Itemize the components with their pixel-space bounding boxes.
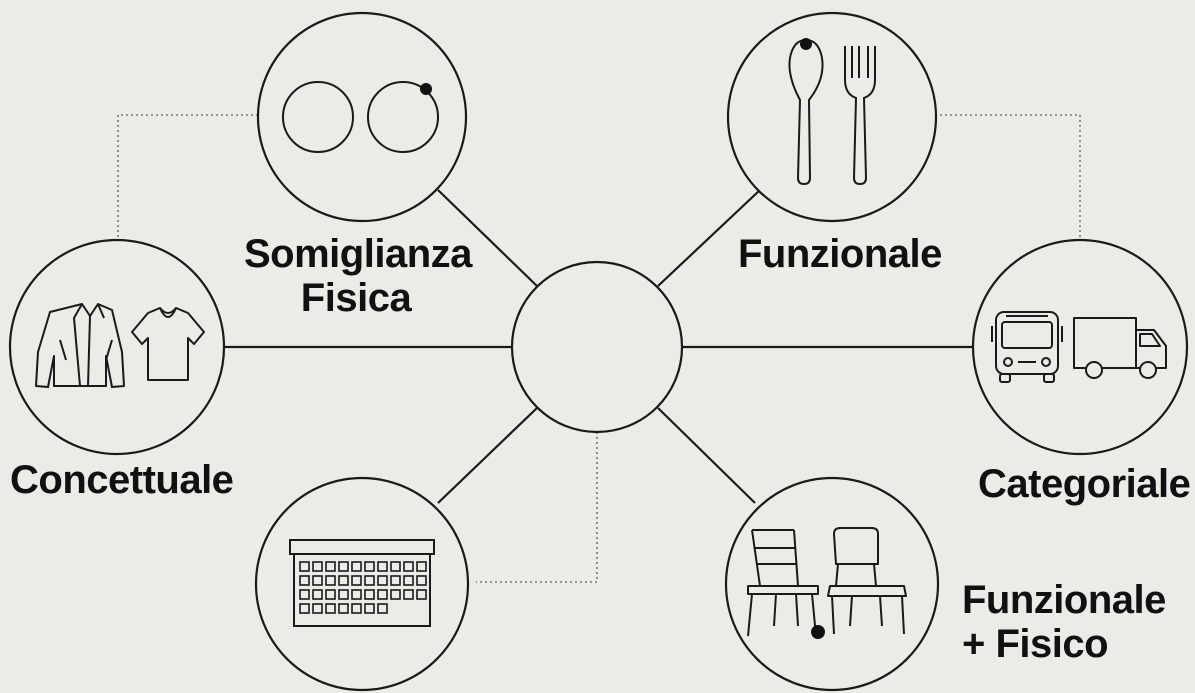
calendar-cell (351, 603, 362, 614)
calendar-cell (403, 561, 414, 572)
calendar-cell (338, 603, 349, 614)
chairs-icon (747, 527, 907, 639)
calendar-icon (289, 539, 435, 627)
chair-right-icon (827, 527, 907, 635)
calendar-cell (299, 589, 310, 600)
calendar-cell (364, 603, 375, 614)
calendar-cell (325, 589, 336, 600)
functional-circle (726, 11, 938, 223)
calendar-cell (351, 589, 362, 600)
jacket-icon (35, 303, 125, 388)
spokes (225, 189, 972, 504)
calendar-cell (325, 603, 336, 614)
label-physical-similarity: Somiglianza Fisica (244, 232, 472, 320)
calendar-cell (403, 575, 414, 586)
calendar-cell (416, 561, 427, 572)
functional-physical-circle (724, 476, 940, 692)
calendar-cell (351, 575, 362, 586)
calendar-cell (312, 561, 323, 572)
label-functional-text: Funzionale (738, 232, 942, 276)
label-physical-line2: Fisica (300, 276, 412, 320)
chair-left-icon (747, 529, 819, 637)
bus-truck-icon (991, 311, 1167, 383)
calendar-cell (403, 589, 414, 600)
spoke-calendar (437, 407, 538, 504)
calendar-cell (312, 603, 323, 614)
calendar-cell (364, 561, 375, 572)
calendar-cell (364, 575, 375, 586)
calendar-cell (312, 589, 323, 600)
calendar-cell (377, 603, 388, 614)
dotted-connector-physical-conceptual (117, 114, 258, 240)
dotted-connector-hub-calendar (476, 432, 598, 583)
label-func-phys-line2: + Fisico (962, 622, 1109, 666)
dotted-connector-functional-categorical (940, 114, 1081, 240)
spoke-functional (657, 189, 761, 287)
physical-similarity-circle (256, 11, 468, 223)
calendar-cell (390, 589, 401, 600)
calendar-cell (299, 603, 310, 614)
calendar-cell (325, 561, 336, 572)
label-physical-line1: Somiglianza (244, 232, 472, 276)
calendar-cell (312, 575, 323, 586)
hub-circle (510, 260, 684, 434)
bus-icon (995, 311, 1059, 375)
calendar-cell (338, 589, 349, 600)
calendar-cell (299, 575, 310, 586)
categorical-circle (971, 238, 1189, 456)
label-functional-physical: Funzionale + Fisico (962, 578, 1166, 666)
node-circles (8, 11, 1189, 692)
calendar-cell (351, 561, 362, 572)
calendar-cell (416, 589, 427, 600)
calendar-cell (416, 575, 427, 586)
label-categorical: Categoriale (978, 462, 1191, 506)
conceptual-circle (8, 238, 226, 456)
fork-icon (844, 46, 876, 186)
spoon-fork-icon (788, 38, 876, 186)
calendar-cell (377, 561, 388, 572)
calendar-cell (364, 589, 375, 600)
truck-icon (1073, 317, 1137, 369)
calendar-circle (254, 476, 470, 692)
spoke-functional-physical (657, 407, 756, 504)
label-func-phys-line1: Funzionale (962, 578, 1166, 622)
calendar-cell (299, 561, 310, 572)
label-conceptual-text: Concettuale (10, 458, 234, 502)
jacket-tshirt-icon (35, 303, 205, 388)
calendar-cell (377, 589, 388, 600)
two-rings-icon (282, 81, 439, 153)
spoon-icon (788, 38, 824, 186)
calendar-cell (390, 561, 401, 572)
calendar-cell (338, 575, 349, 586)
calendar-grid (299, 561, 427, 614)
dotted-connectors (117, 114, 1081, 583)
calendar-cell (325, 575, 336, 586)
label-functional: Funzionale (738, 232, 942, 276)
label-conceptual: Concettuale (10, 458, 234, 502)
spoke-physical (437, 189, 538, 287)
label-categorical-text: Categoriale (978, 462, 1191, 506)
calendar-cell (377, 575, 388, 586)
calendar-cell (390, 575, 401, 586)
calendar-cell (338, 561, 349, 572)
